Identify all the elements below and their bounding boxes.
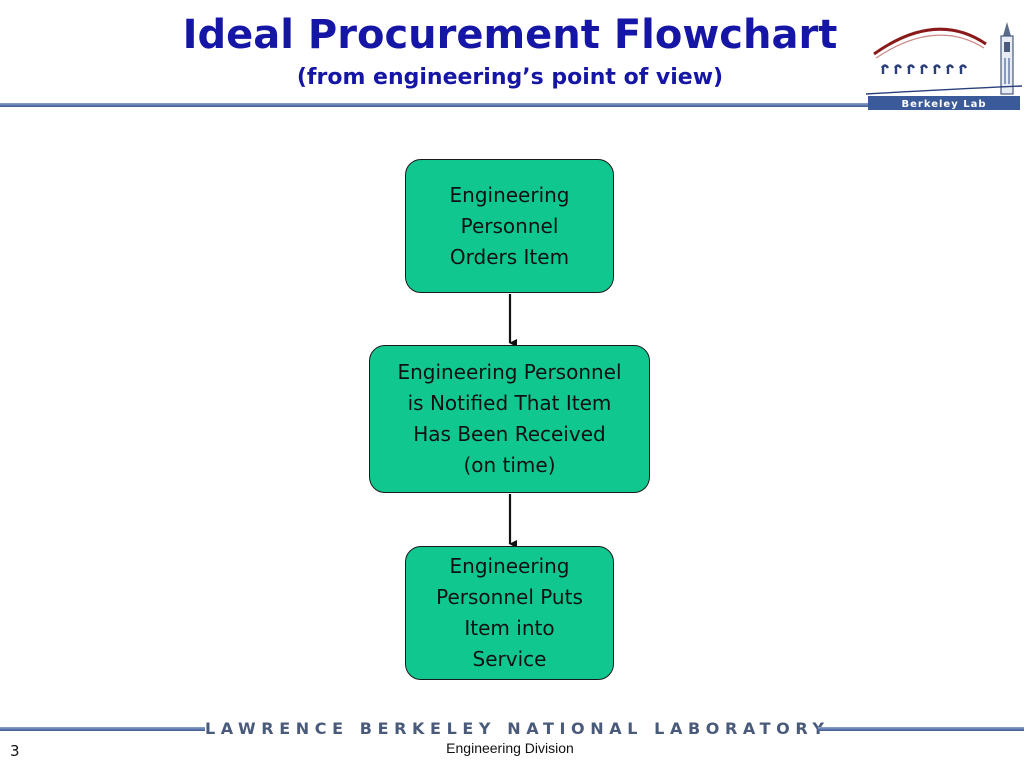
node-orders-item: Engineering Personnel Orders Item (405, 159, 614, 293)
logo-label: Berkeley Lab (902, 99, 987, 110)
footer-divider-right (818, 727, 1024, 731)
node-line: (on time) (463, 453, 556, 477)
node-puts-into-service: Engineering Personnel Puts Item into Ser… (405, 546, 614, 680)
slide-title: Ideal Procurement Flowchart (182, 12, 838, 58)
footer-lab-name: Lawrence Berkeley National Laboratory (205, 719, 830, 738)
node-line: Engineering (449, 554, 570, 578)
header-divider (0, 103, 870, 107)
slide-header: Ideal Procurement Flowchart (from engine… (130, 10, 890, 93)
page-number: 3 (10, 742, 20, 760)
logo-colonnade-icon (880, 64, 968, 74)
node-notified-received: Engineering Personnel is Notified That I… (369, 345, 650, 493)
berkeley-lab-logo: Berkeley Lab (866, 22, 1023, 110)
footer-divider-left (0, 727, 205, 731)
node-line: Service (472, 647, 547, 671)
logo-arch-icon (873, 27, 987, 56)
node-line: Has Been Received (413, 422, 606, 446)
slide-subtitle: (from engineering’s point of view) (296, 65, 724, 90)
node-line: Engineering Personnel (397, 360, 622, 384)
logo-tower-icon (1000, 22, 1014, 95)
footer-division: Engineering Division (446, 740, 574, 756)
node-line: Personnel Puts (436, 585, 583, 609)
node-line: Item into (464, 616, 555, 640)
node-line: Orders Item (449, 244, 570, 269)
node-line: is Notified That Item (407, 391, 612, 415)
node-line: Personnel (460, 213, 559, 238)
node-line: Engineering (449, 182, 570, 207)
